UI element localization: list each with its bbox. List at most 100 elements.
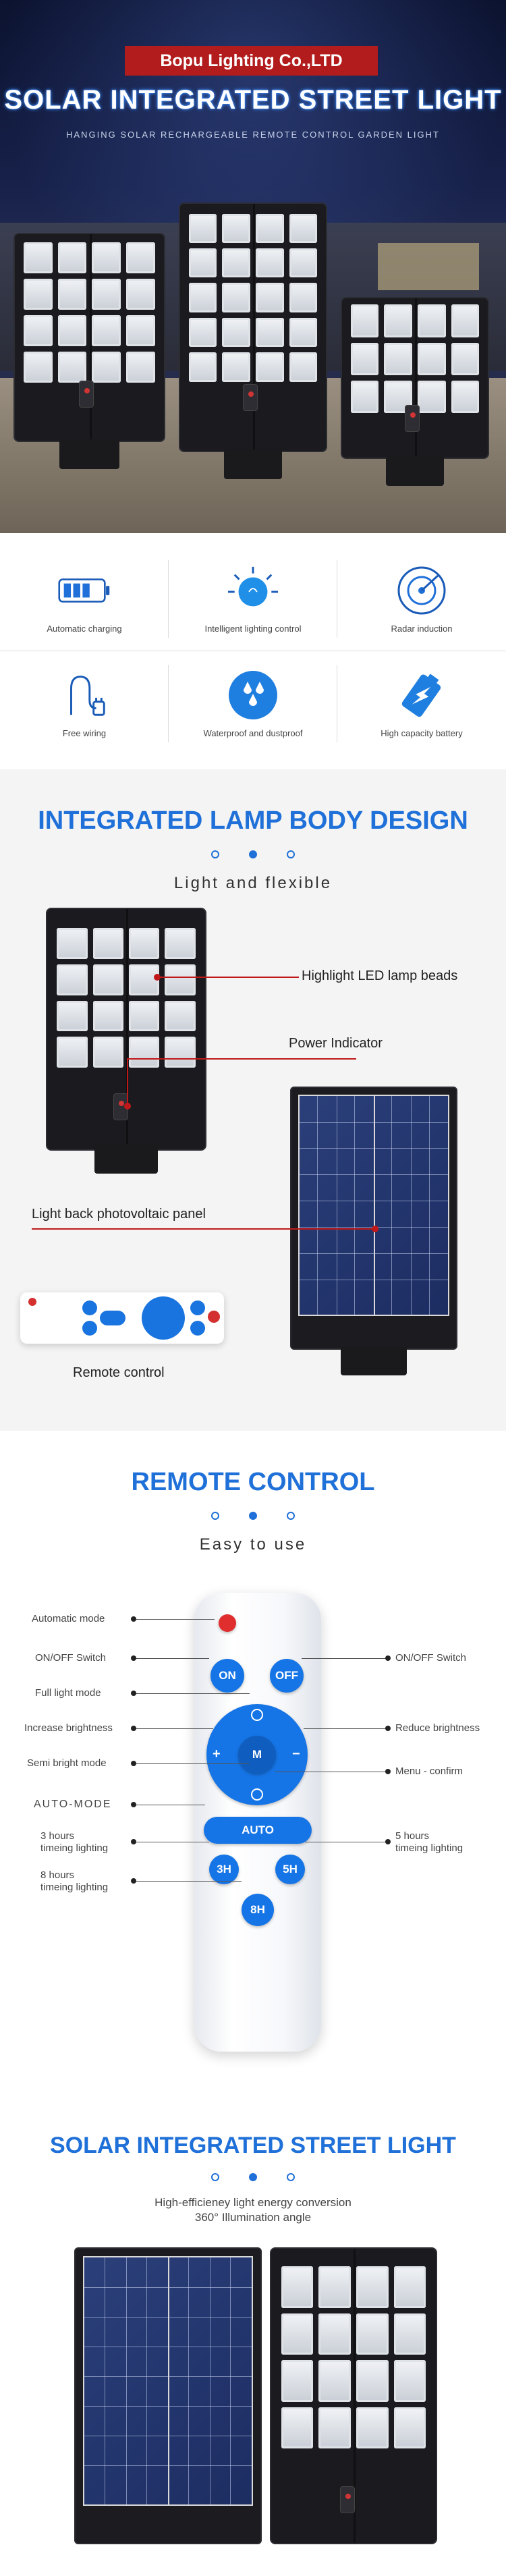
led-module [393, 2313, 426, 2355]
led-module [92, 928, 123, 960]
led-module [451, 304, 480, 337]
led-module [188, 213, 217, 243]
led-module [126, 315, 155, 347]
callout-led-beads: Highlight LED lamp beads [302, 968, 458, 983]
callout-pv-panel: Light back photovoltaic panel [32, 1207, 206, 1222]
section-title: INTEGRATED LAMP BODY DESIGN [38, 806, 468, 835]
water-drops-icon [227, 669, 279, 721]
callout-power-indicator: Power Indicator [289, 1036, 383, 1051]
led-module [255, 213, 284, 243]
led-module [188, 317, 217, 348]
led-module [92, 1037, 123, 1068]
callout-remote-control: Remote control [73, 1365, 165, 1380]
reduce-brightness-button[interactable]: − [292, 1747, 300, 1761]
menu-confirm-button[interactable]: M [238, 1736, 276, 1774]
led-module [126, 242, 155, 274]
full-light-button[interactable] [251, 1709, 263, 1721]
led-module [188, 283, 217, 312]
led-module [255, 248, 284, 278]
led-module [126, 279, 155, 310]
3h-button[interactable]: 3H [209, 1855, 239, 1884]
led-module [222, 213, 250, 243]
feature-label: Automatic charging [47, 624, 122, 634]
battery-bolt-icon [395, 669, 448, 721]
lamp-front-view [270, 2247, 437, 2544]
street-lamp-left [13, 233, 165, 469]
label-automatic-mode: Automatic mode [32, 1613, 105, 1624]
radar-icon [395, 564, 448, 617]
led-module [57, 928, 88, 960]
label-increase-brightness: Increase brightness [24, 1722, 113, 1734]
led-module [318, 2313, 351, 2355]
callout-line-indicator-vert [127, 1058, 128, 1105]
led-module [222, 248, 250, 278]
feature-label: Radar induction [391, 624, 453, 634]
led-module [165, 928, 196, 960]
led-module [281, 2313, 314, 2355]
photovoltaic-panel-back [290, 1087, 457, 1375]
auto-mode-led[interactable] [219, 1614, 236, 1632]
section-dots [0, 2173, 506, 2181]
pv-cells [82, 2255, 254, 2506]
led-module [57, 315, 87, 347]
led-module [128, 1037, 160, 1068]
light-sun-icon [227, 564, 279, 617]
label-auto-mode: AUTO-MODE [34, 1799, 112, 1810]
power-indicator [340, 2486, 356, 2514]
led-module [57, 1000, 88, 1032]
led-module [24, 315, 53, 347]
brand-badge: Bopu Lighting Co.,LTD [125, 46, 378, 76]
power-indicator [79, 381, 94, 408]
led-module [289, 283, 318, 312]
led-module [92, 242, 121, 274]
body-design-section: INTEGRATED LAMP BODY DESIGN Light and fl… [0, 769, 506, 1431]
auto-button[interactable]: AUTO [204, 1817, 312, 1844]
final-section: SOLAR INTEGRATED STREET LIGHT High-effic… [0, 2119, 506, 2576]
section-subtitle: Easy to use [199, 1535, 307, 1554]
feature-grid: Automatic charging Intelligent lighting … [0, 533, 506, 769]
led-module [289, 352, 318, 382]
label-menu-confirm: Menu - confirm [395, 1765, 463, 1777]
feature-free-wiring: Free wiring [0, 651, 169, 756]
lamp-front-view [46, 908, 206, 1174]
on-button[interactable]: ON [210, 1659, 244, 1693]
led-module [393, 2407, 426, 2449]
led-module [281, 2407, 314, 2449]
semi-bright-button[interactable] [251, 1788, 263, 1801]
8h-button[interactable]: 8H [242, 1894, 274, 1926]
led-module [384, 342, 412, 375]
led-module [350, 342, 379, 375]
off-button[interactable]: OFF [270, 1659, 304, 1693]
led-module [289, 317, 318, 348]
led-module [451, 342, 480, 375]
increase-brightness-button[interactable]: + [213, 1747, 221, 1761]
led-module [57, 279, 87, 310]
led-module [350, 380, 379, 413]
led-module [92, 1000, 123, 1032]
feature-waterproof: Waterproof and dustproof [169, 651, 337, 756]
led-module [384, 304, 412, 337]
hero-subtitle: HANGING SOLAR RECHARGEABLE REMOTE CONTRO… [66, 130, 440, 140]
led-module [255, 317, 284, 348]
callout-dot-pv [372, 1226, 378, 1232]
led-module [417, 342, 446, 375]
battery-icon [58, 564, 111, 617]
led-module [393, 2266, 426, 2308]
label-reduce-brightness: Reduce brightness [395, 1722, 480, 1734]
section-dots [0, 1512, 506, 1520]
led-module [393, 2360, 426, 2402]
callout-line-indicator [127, 1058, 356, 1060]
led-module [356, 2313, 389, 2355]
feature-label: Waterproof and dustproof [203, 728, 303, 738]
feature-intelligent-lighting: Intelligent lighting control [169, 547, 337, 651]
led-module [188, 248, 217, 278]
photovoltaic-panel-back [74, 2247, 262, 2544]
led-module [289, 213, 318, 243]
led-module [92, 964, 123, 995]
feature-label: Free wiring [62, 728, 107, 738]
led-module [451, 380, 480, 413]
label-5-hours: 5 hours timeing lighting [395, 1830, 463, 1854]
5h-button[interactable]: 5H [275, 1855, 305, 1884]
callout-line-pv [32, 1228, 374, 1230]
led-module [255, 283, 284, 312]
